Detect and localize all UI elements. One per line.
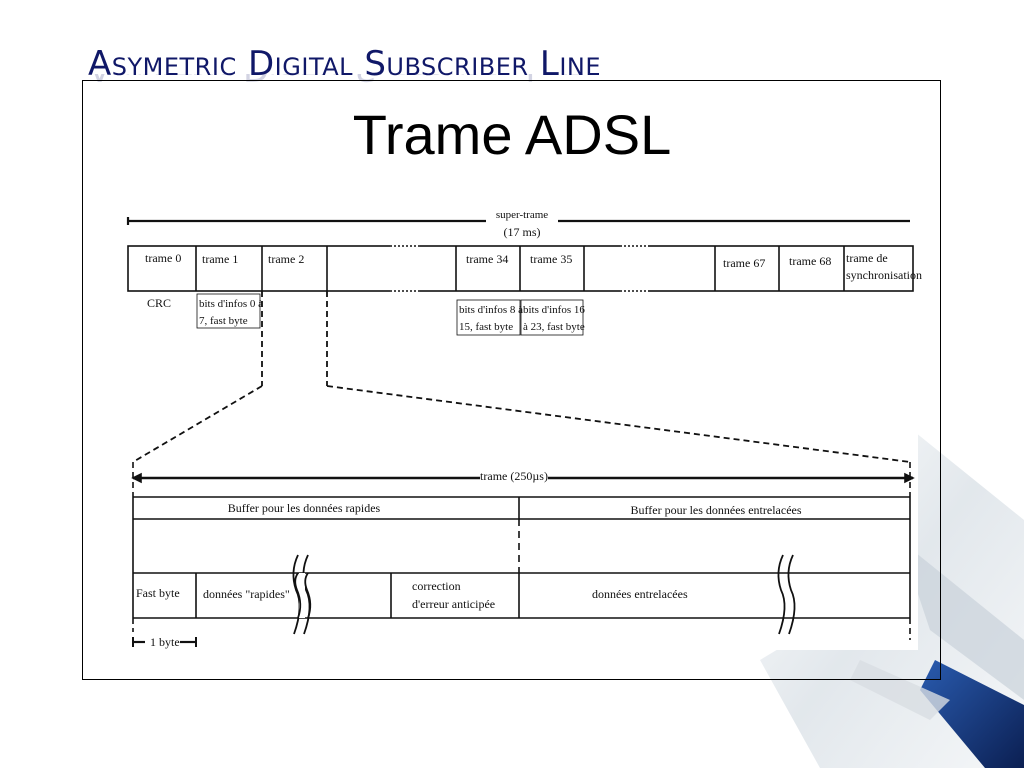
fast-data-label: données "rapides" bbox=[203, 587, 290, 601]
cell-trame-0: trame 0 bbox=[145, 251, 181, 265]
note-box-frame35 bbox=[520, 299, 584, 336]
zoom-line-right-diagonal bbox=[326, 385, 911, 463]
interleaved-data-label: données entrelacées bbox=[592, 587, 688, 601]
cell-sync-line2: synchronisation bbox=[846, 268, 922, 282]
superframe-duration: (17 ms) bbox=[504, 225, 541, 239]
superframe-label: super-trame bbox=[496, 209, 548, 221]
fec-label-line2: d'erreur anticipée bbox=[412, 597, 495, 611]
cell-trame-35: trame 35 bbox=[530, 252, 572, 266]
fec-label-line1: correction bbox=[412, 579, 461, 593]
crc-label: CRC bbox=[147, 296, 171, 310]
note-frame1-line1: bits d'infos 0 à bbox=[199, 298, 263, 310]
note-box-frame34 bbox=[456, 299, 521, 336]
cell-trame-67: trame 67 bbox=[723, 256, 765, 270]
cell-trame-68: trame 68 bbox=[789, 254, 831, 268]
cell-trame-1: trame 1 bbox=[202, 252, 238, 266]
figure-panel bbox=[118, 205, 918, 650]
note-frame34-line1: bits d'infos 8 à bbox=[459, 304, 523, 316]
cell-trame-34: trame 34 bbox=[466, 252, 508, 266]
buffer-interleaved-label: Buffer pour les données entrelacées bbox=[630, 503, 801, 517]
note-frame35-line1: bits d'infos 16 bbox=[523, 304, 585, 316]
fast-byte-label: Fast byte bbox=[136, 586, 180, 600]
frame-label: trame (250µs) bbox=[480, 469, 548, 483]
break-mark-fast bbox=[292, 554, 301, 635]
note-box-frame1 bbox=[196, 293, 261, 329]
slide-title: Asymetric Digital Subscriber Line bbox=[88, 44, 602, 84]
box-heading: Trame ADSL bbox=[352, 103, 672, 166]
break-mark-interleaved bbox=[777, 554, 786, 635]
content-box bbox=[82, 80, 941, 680]
note-frame35-line2: à 23, fast byte bbox=[523, 321, 585, 333]
note-frame34-line2: 15, fast byte bbox=[459, 321, 513, 333]
buffer-fast-label: Buffer pour les données rapides bbox=[228, 501, 381, 515]
note-frame1-line2: 7, fast byte bbox=[199, 315, 248, 327]
one-byte-label: 1 byte bbox=[150, 635, 180, 649]
zoom-line-left-diagonal bbox=[132, 385, 263, 463]
cell-trame-2: trame 2 bbox=[268, 252, 304, 266]
cell-sync-line1: trame de bbox=[846, 251, 888, 265]
